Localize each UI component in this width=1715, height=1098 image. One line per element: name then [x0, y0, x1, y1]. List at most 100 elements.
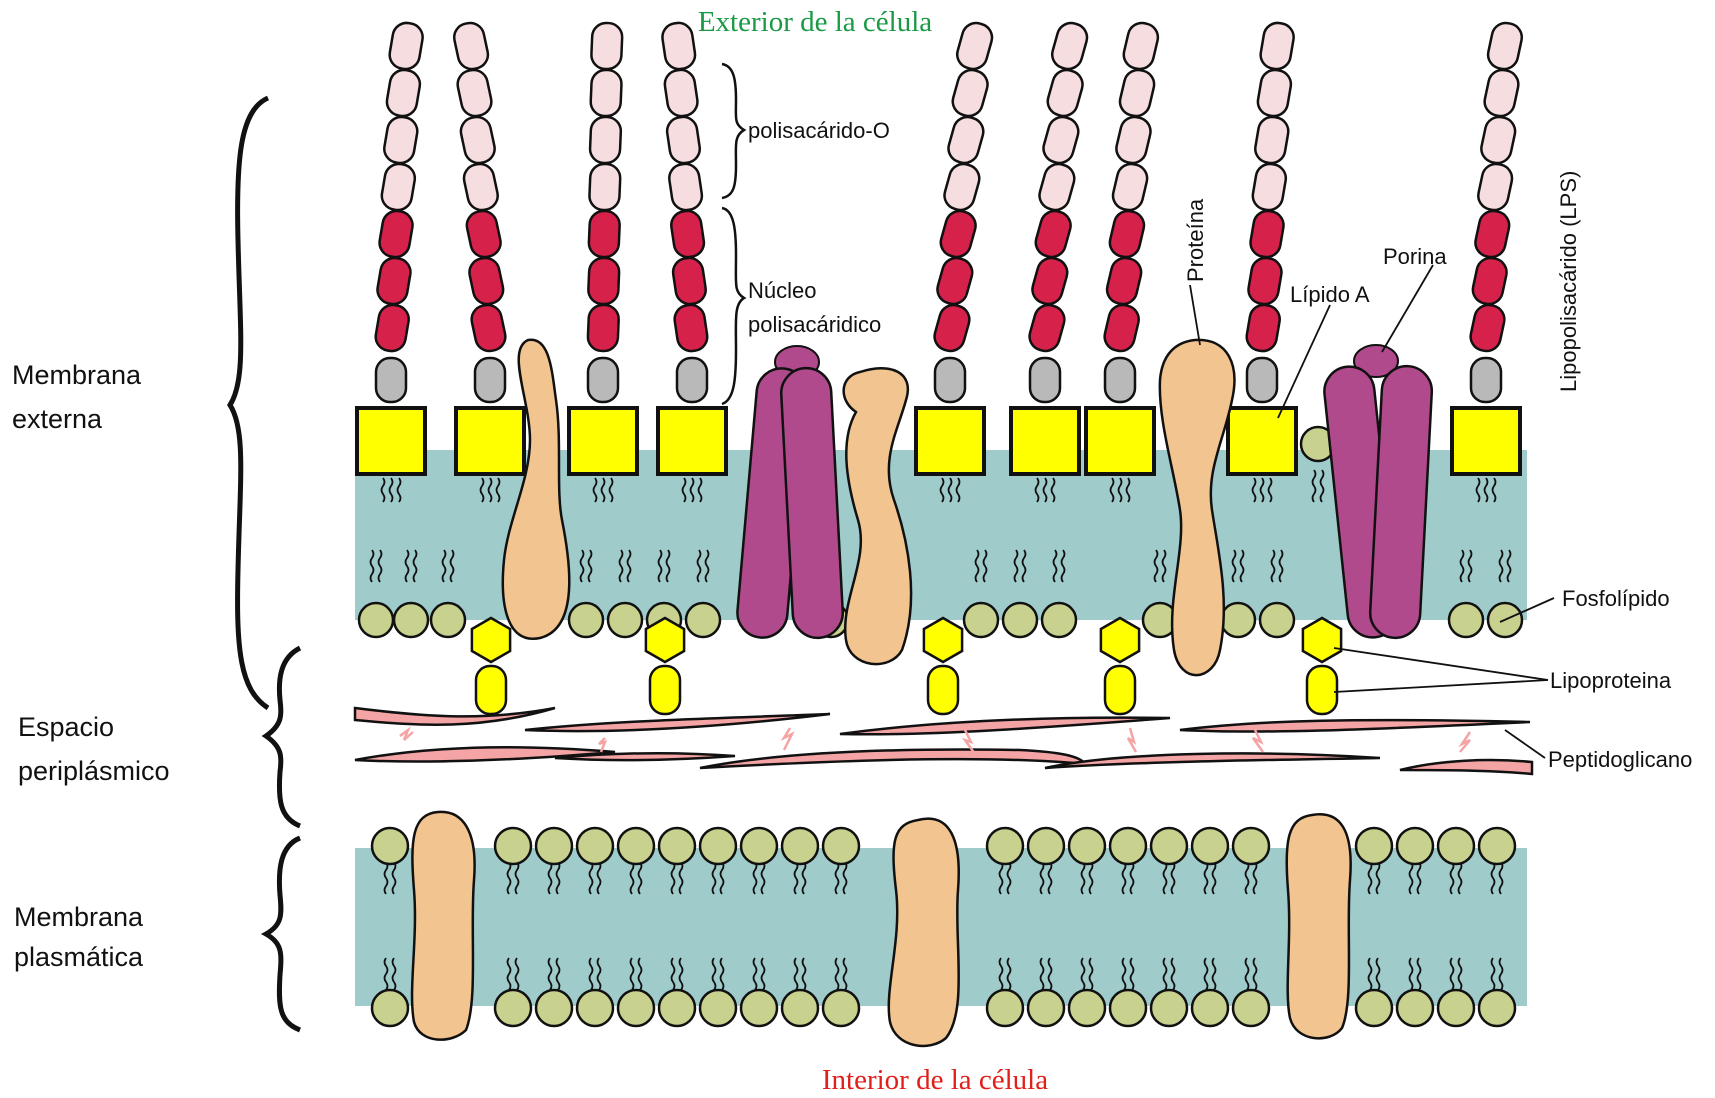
o-sugar — [385, 68, 422, 118]
peptidoglycan-layer — [355, 708, 1532, 774]
leader-protein — [1190, 285, 1200, 345]
o-sugar — [945, 114, 986, 166]
o-sugar — [661, 21, 697, 71]
phospholipid-head — [1028, 990, 1064, 1026]
phospholipid-head — [1221, 603, 1255, 637]
core-base-sugar — [1247, 358, 1277, 402]
phospholipid-head — [987, 990, 1023, 1026]
lps-molecule — [1452, 20, 1524, 502]
o-sugar — [590, 69, 622, 116]
brace-periplasm — [266, 648, 300, 826]
core-sugar — [469, 302, 508, 353]
o-sugar — [1482, 67, 1521, 118]
label-outer-membrane-line2: externa — [12, 404, 103, 434]
phospholipid-head — [536, 990, 572, 1026]
core-sugar — [1107, 208, 1147, 260]
phospholipid-head — [1110, 990, 1146, 1026]
lps-molecule — [452, 20, 524, 502]
phospholipid-head — [741, 828, 777, 864]
core-base-sugar — [1030, 358, 1060, 402]
o-sugar — [382, 115, 419, 165]
lipid-a — [1086, 408, 1154, 474]
o-sugar — [455, 67, 494, 118]
lipoprotein — [472, 618, 510, 714]
phospholipid-head — [372, 990, 408, 1026]
o-sugar — [663, 68, 699, 118]
core-sugar — [377, 209, 414, 259]
phospholipid-head — [1192, 990, 1228, 1026]
phospholipid-head — [659, 990, 695, 1026]
lipid-a — [569, 408, 637, 474]
o-sugar — [1485, 20, 1524, 71]
o-sugar — [954, 20, 995, 72]
lipid-a — [658, 408, 726, 474]
o-sugar — [1045, 67, 1086, 119]
o-sugar — [1476, 161, 1515, 212]
core-sugar — [374, 303, 411, 353]
lipoprotein-anchor — [928, 666, 958, 714]
label-peptidoglycan: Peptidoglicano — [1548, 747, 1692, 772]
phospholipid-head — [618, 828, 654, 864]
lipid-a — [357, 408, 425, 474]
label-phospholipid: Fosfolípido — [1562, 586, 1670, 611]
core-sugar — [467, 255, 506, 306]
phospholipid-head — [569, 603, 603, 637]
core-base-sugar — [475, 358, 505, 402]
label-porin: Porina — [1383, 244, 1447, 269]
lps-molecule — [1011, 20, 1090, 502]
brace-plasma-membrane — [266, 838, 300, 1030]
core-base-sugar — [588, 358, 618, 402]
lipoprotein-head — [1101, 618, 1139, 662]
leader-lipoprotein-1 — [1334, 648, 1548, 680]
lipid-a — [1452, 408, 1520, 474]
core-sugar — [1026, 302, 1067, 354]
core-sugar — [1033, 208, 1074, 260]
core-sugar — [588, 210, 620, 257]
lps-molecule — [1086, 20, 1161, 502]
core-base-sugar — [1471, 358, 1501, 402]
lipoprotein-head — [924, 618, 962, 662]
phospholipid-head — [608, 603, 642, 637]
phospholipid-head — [1069, 828, 1105, 864]
phospholipid-head — [1397, 828, 1433, 864]
core-sugar — [673, 303, 709, 353]
lipid-a — [1011, 408, 1079, 474]
o-sugar — [1049, 20, 1090, 72]
lipoprotein-head — [472, 618, 510, 662]
plasma-membrane-protein-2 — [889, 819, 959, 1046]
phospholipid-head — [823, 990, 859, 1026]
o-sugar — [452, 20, 491, 71]
phospholipid-head — [700, 828, 736, 864]
label-periplasm-line1: Espacio — [18, 712, 114, 742]
core-sugar — [671, 256, 707, 306]
o-sugar — [380, 162, 417, 212]
leader-peptidoglycan — [1505, 730, 1545, 758]
core-base-sugar — [935, 358, 965, 402]
interior-title: Interior de la célula — [822, 1064, 1048, 1096]
o-sugar — [1251, 162, 1288, 212]
phospholipid-head — [1110, 828, 1146, 864]
lipoprotein-anchor — [650, 666, 680, 714]
phospholipid-head — [577, 990, 613, 1026]
label-core-line2: polisacáridico — [748, 312, 881, 337]
phospholipid-head — [782, 828, 818, 864]
o-sugar — [1479, 114, 1518, 165]
lipoprotein-head — [1303, 618, 1341, 662]
core-sugar — [669, 209, 705, 259]
lps-molecule — [1228, 21, 1296, 502]
phospholipid-head — [1438, 990, 1474, 1026]
o-sugar — [461, 161, 500, 212]
o-sugar — [589, 163, 621, 210]
label-protein: Proteína — [1183, 198, 1208, 282]
brace-o-polysaccharide — [722, 64, 744, 198]
phospholipid-head — [1479, 828, 1515, 864]
phospholipid-head — [741, 990, 777, 1026]
porin-1 — [735, 346, 844, 640]
o-sugar — [589, 116, 621, 163]
o-sugar — [1117, 67, 1157, 119]
phospholipid-head — [1028, 828, 1064, 864]
lipoprotein-anchor — [1307, 666, 1337, 714]
phospholipid-head — [1233, 990, 1269, 1026]
core-sugar — [587, 304, 619, 351]
